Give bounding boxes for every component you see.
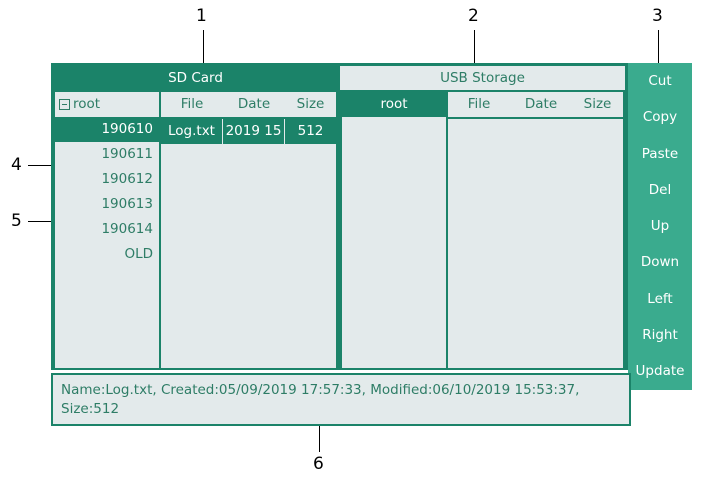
usb-storage-pane: root File Date Size [340,92,625,368]
sd-tree-item-190614[interactable]: 190614 [55,217,159,242]
sd-directory-tree[interactable]: root 190610 190611 190612 190613 190614 … [55,92,159,368]
sd-cell-file: Log.txt [161,119,223,144]
sd-header-date[interactable]: Date [237,96,271,112]
right-button[interactable]: Right [642,327,678,344]
callout-number-4: 4 [11,155,22,175]
status-bar: Name:Log.txt, Created:05/09/2019 17:57:3… [51,373,631,426]
storage-tab-strip: SD Card USB Storage [51,63,628,90]
action-button-column: Cut Copy Paste Del Up Down Left Right Up… [628,63,692,390]
callout-leader-6 [319,413,320,452]
usb-file-list[interactable]: File Date Size [448,92,623,368]
callout-leader-1 [203,30,204,68]
sd-card-pane: root 190610 190611 190612 190613 190614 … [53,92,338,368]
sd-tree-root[interactable]: root [55,92,159,117]
sd-tree-item-190611[interactable]: 190611 [55,142,159,167]
tab-sd-card[interactable]: SD Card [53,66,338,90]
sd-header-file[interactable]: File [180,96,204,112]
cut-button[interactable]: Cut [648,73,672,89]
table-row[interactable]: Log.txt 2019 15 512 [161,119,336,144]
usb-header-file[interactable]: File [467,96,491,112]
callout-leader-3 [658,30,659,66]
callout-number-1: 1 [196,6,207,26]
file-manager-window: SD Card USB Storage root 190610 190611 1… [51,63,631,370]
update-button[interactable]: Update [635,363,685,380]
callout-number-5: 5 [11,211,22,231]
sd-header-size[interactable]: Size [296,96,325,112]
usb-tree-root[interactable]: root [342,92,446,117]
sd-file-list-header: File Date Size [161,92,336,119]
callout-number-2: 2 [468,6,479,26]
sd-tree-item-190613[interactable]: 190613 [55,192,159,217]
tab-usb-storage[interactable]: USB Storage [340,66,625,90]
callout-leader-4 [28,165,66,166]
sd-cell-date: 2019 15 [223,119,285,144]
sd-tree-item-190610[interactable]: 190610 [55,117,159,142]
sd-file-list-body: Log.txt 2019 15 512 [161,119,336,144]
up-button[interactable]: Up [650,218,670,235]
usb-header-size[interactable]: Size [583,96,612,112]
usb-directory-tree[interactable]: root [342,92,446,368]
copy-button[interactable]: Copy [642,109,678,126]
usb-file-list-header: File Date Size [448,92,623,119]
paste-button[interactable]: Paste [641,145,679,162]
callout-number-6: 6 [313,454,324,474]
del-button[interactable]: Del [648,181,672,198]
minus-box-icon[interactable] [59,98,70,110]
sd-tree-item-old[interactable]: OLD [55,242,159,267]
sd-tree-root-label: root [73,96,101,112]
sd-file-list[interactable]: File Date Size Log.txt 2019 15 512 [161,92,336,368]
callout-leader-2 [474,30,475,68]
sd-tree-item-190612[interactable]: 190612 [55,167,159,192]
left-button[interactable]: Left [647,290,673,307]
down-button[interactable]: Down [640,254,680,271]
sd-cell-size: 512 [297,123,324,139]
callout-number-3: 3 [652,6,663,26]
usb-header-date[interactable]: Date [524,96,558,112]
